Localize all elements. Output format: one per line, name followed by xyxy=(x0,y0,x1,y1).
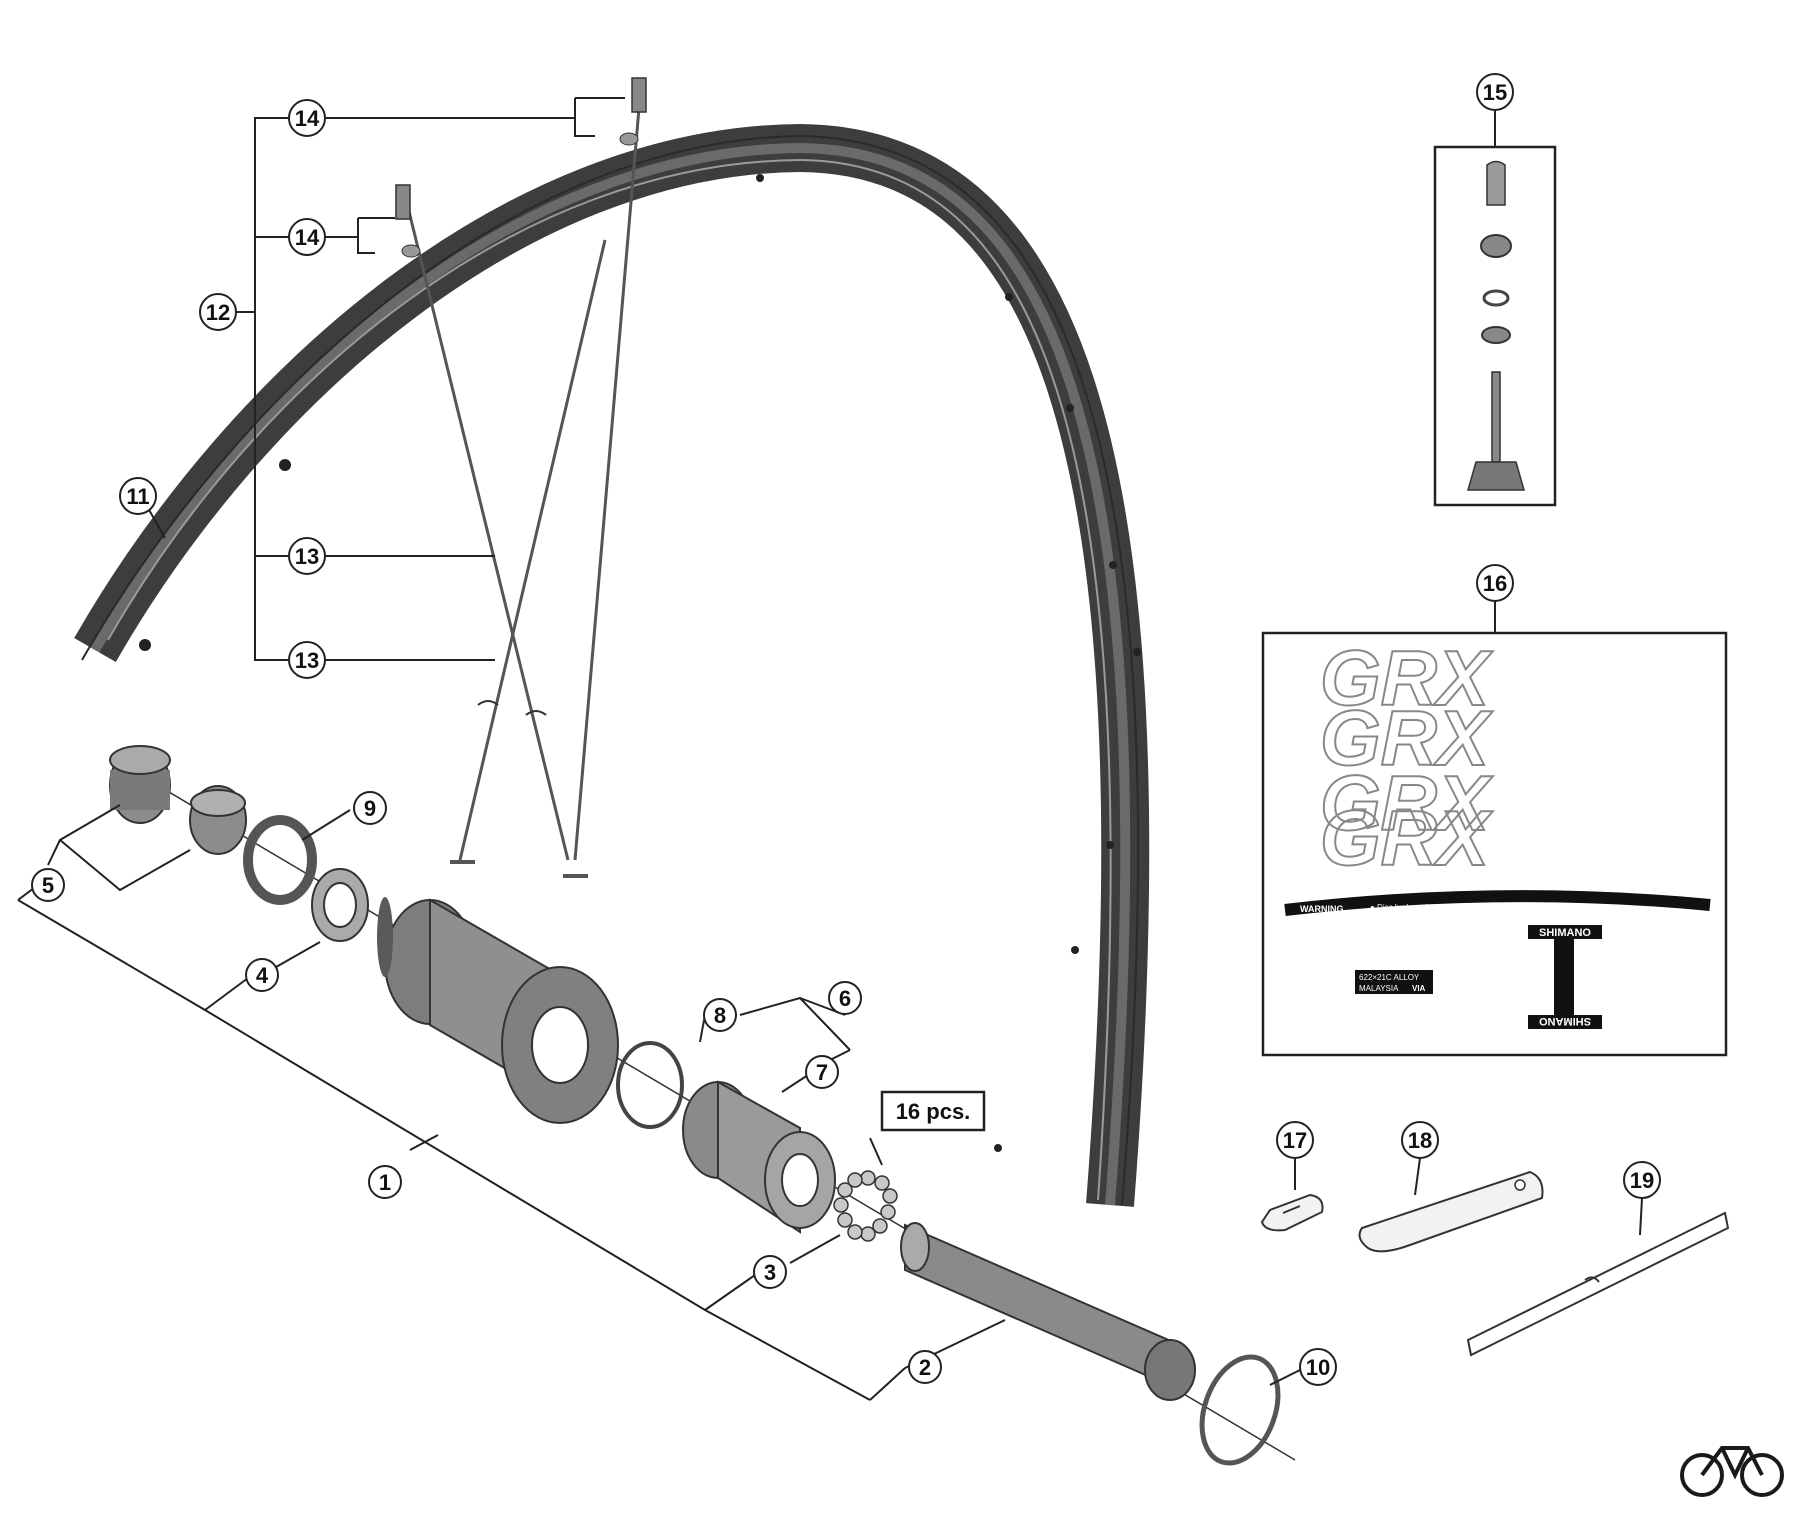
callout-16: 16 xyxy=(1476,564,1514,633)
callout-9: 9 xyxy=(353,791,387,825)
callout-10: 10 xyxy=(1299,1348,1337,1386)
svg-text:4: 4 xyxy=(256,963,269,988)
svg-text:18: 18 xyxy=(1408,1128,1432,1153)
bearing-4 xyxy=(311,868,369,942)
hub-body xyxy=(377,897,619,1124)
washer-9 xyxy=(243,815,317,905)
svg-text:GRX: GRX xyxy=(1320,634,1493,722)
spokes xyxy=(395,77,647,878)
callout-15: 15 xyxy=(1476,73,1514,147)
freehub-body xyxy=(682,1080,836,1234)
svg-text:622×21C ALLOY: 622×21C ALLOY xyxy=(1359,973,1420,982)
shimano-vertical-decal: SHIMANO SHIMANO xyxy=(1528,925,1602,1029)
svg-text:14: 14 xyxy=(295,106,320,131)
spoke-key-17 xyxy=(1260,1193,1324,1232)
valve-parts-box xyxy=(1433,145,1557,507)
callout-1-label: 1 xyxy=(379,1170,391,1195)
decal-set-box: GRX GRX GRX GRX WARNING ● Disc brake onl… xyxy=(1261,631,1728,1057)
callout-14-b: 14 xyxy=(288,218,326,256)
callout-18: 18 xyxy=(1401,1121,1439,1196)
svg-text:19: 19 xyxy=(1630,1168,1654,1193)
svg-text:SHIMANO: SHIMANO xyxy=(1539,1015,1591,1027)
bicycle-icon xyxy=(1680,1446,1784,1497)
grx-logo-outlines: GRX GRX GRX GRX xyxy=(1319,633,1494,883)
svg-text:13: 13 xyxy=(295,648,319,673)
svg-text:GRX: GRX xyxy=(1320,759,1493,847)
svg-text:2: 2 xyxy=(919,1355,931,1380)
callout-2: 2 xyxy=(908,1350,942,1384)
rim-tape-19 xyxy=(1466,1211,1730,1357)
callout-1: 1 xyxy=(368,1165,402,1199)
rim-size-label: 622×21C ALLOY MALAYSIA VIA xyxy=(1355,970,1433,994)
svg-text:MALAYSIA: MALAYSIA xyxy=(1359,984,1399,993)
svg-text:7: 7 xyxy=(816,1060,828,1085)
callout-19: 19 xyxy=(1623,1161,1661,1236)
svg-text:SHIMANO: SHIMANO xyxy=(1539,927,1591,939)
svg-text:VIA: VIA xyxy=(1412,984,1426,993)
callout-17: 17 xyxy=(1276,1121,1314,1190)
svg-text:10: 10 xyxy=(1306,1355,1330,1380)
spoke-holes xyxy=(139,174,1141,1152)
bearing-cup-outer xyxy=(109,745,171,824)
callout-13-b: 13 xyxy=(288,641,326,679)
callout-5: 5 xyxy=(31,868,65,902)
svg-text:11: 11 xyxy=(126,484,149,509)
svg-text:● Disc brake only! ● Max. pres: ● Disc brake only! ● Max. pressure: 5bar… xyxy=(1370,903,1540,912)
warning-strip: WARNING ● Disc brake only! ● Max. pressu… xyxy=(1284,890,1711,916)
svg-text:3: 3 xyxy=(764,1260,776,1285)
spoke-nipple-lower xyxy=(395,184,421,258)
callout-4: 4 xyxy=(245,958,279,992)
steel-balls xyxy=(833,1170,898,1242)
balls-count-label: 16 pcs. xyxy=(880,1090,986,1132)
svg-text:16: 16 xyxy=(1483,571,1507,596)
spoke-nipple-upper xyxy=(619,77,647,146)
callout-8: 8 xyxy=(703,998,737,1032)
callout-3: 3 xyxy=(753,1255,787,1289)
svg-text:15: 15 xyxy=(1483,80,1507,105)
callout-14-a: 14 xyxy=(288,99,326,137)
svg-text:16 pcs.: 16 pcs. xyxy=(896,1099,971,1124)
svg-text:8: 8 xyxy=(714,1003,726,1028)
svg-text:GRX: GRX xyxy=(1320,794,1493,882)
callout-12: 12 xyxy=(199,293,237,331)
svg-text:WARNING: WARNING xyxy=(1300,904,1344,914)
svg-text:12: 12 xyxy=(206,300,230,325)
rim xyxy=(74,123,1150,1207)
svg-text:6: 6 xyxy=(839,986,851,1011)
wrench-18 xyxy=(1358,1170,1544,1253)
svg-text:5: 5 xyxy=(42,873,54,898)
callout-11: 11 xyxy=(119,477,157,515)
bearing-cup-inner xyxy=(189,785,247,855)
axle-2 xyxy=(900,1222,1196,1401)
svg-text:13: 13 xyxy=(295,544,319,569)
o-ring-8 xyxy=(616,1041,684,1129)
callout-6: 6 xyxy=(828,981,862,1015)
callout-7: 7 xyxy=(805,1055,839,1089)
svg-text:GRX: GRX xyxy=(1320,694,1493,782)
svg-text:17: 17 xyxy=(1283,1128,1307,1153)
lock-ring-10 xyxy=(1199,1354,1281,1466)
svg-text:9: 9 xyxy=(364,796,376,821)
callout-13-a: 13 xyxy=(288,537,326,575)
svg-text:14: 14 xyxy=(295,225,320,250)
